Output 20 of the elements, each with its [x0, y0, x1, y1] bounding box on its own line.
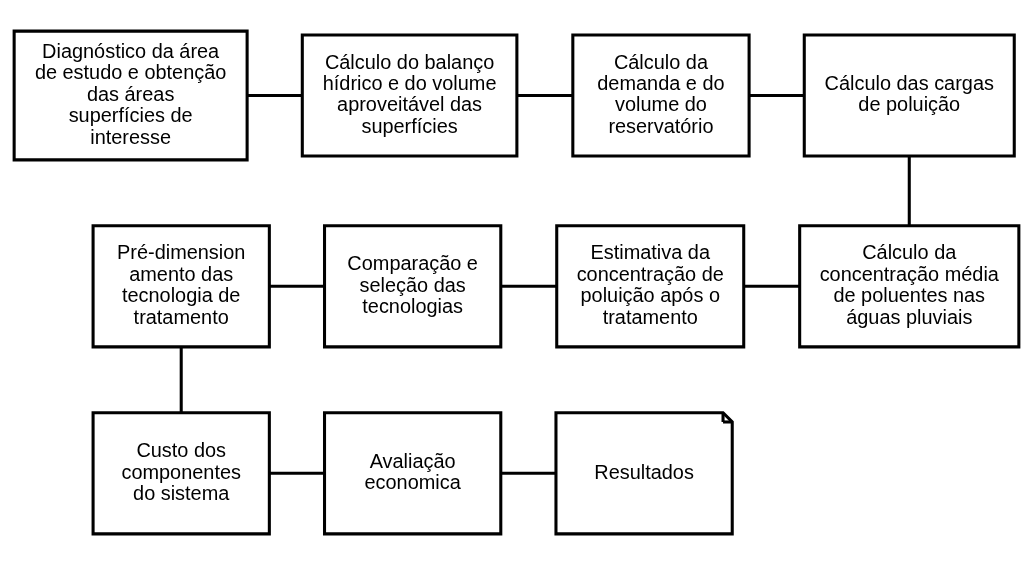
node-box: Estimativa da concentração de poluição após o tratamento — [555, 224, 746, 349]
node-box: Avaliação economica — [323, 411, 503, 536]
connector — [907, 156, 911, 226]
connector — [500, 471, 556, 475]
connector — [179, 347, 183, 413]
connector — [269, 284, 325, 288]
connector — [247, 93, 302, 98]
node-box: Custo dos componentes do sistema — [91, 411, 271, 536]
node-box: Cálculo da demanda e do volume do reservatório — [571, 33, 751, 158]
node-box: Cálculo da concentração média de poluentes nas águas pluviais — [798, 224, 1021, 349]
node-box: Pré-dimension amento das tecnologia de tratamento — [91, 224, 271, 349]
node-box: Cálculo das cargas de poluição — [802, 33, 1016, 158]
node-box: Cálculo do balanço hídrico e do volume aproveitável das superfícies — [300, 33, 519, 158]
node-box: Comparação e seleção das tecnologias — [323, 224, 503, 349]
node-box: Diagnóstico da área de estudo e obtenção das áreas superfícies de interesse — [12, 29, 249, 162]
connector — [743, 284, 800, 288]
connector — [517, 93, 573, 98]
connector — [500, 284, 557, 288]
connector — [749, 93, 805, 98]
connector — [269, 471, 325, 475]
